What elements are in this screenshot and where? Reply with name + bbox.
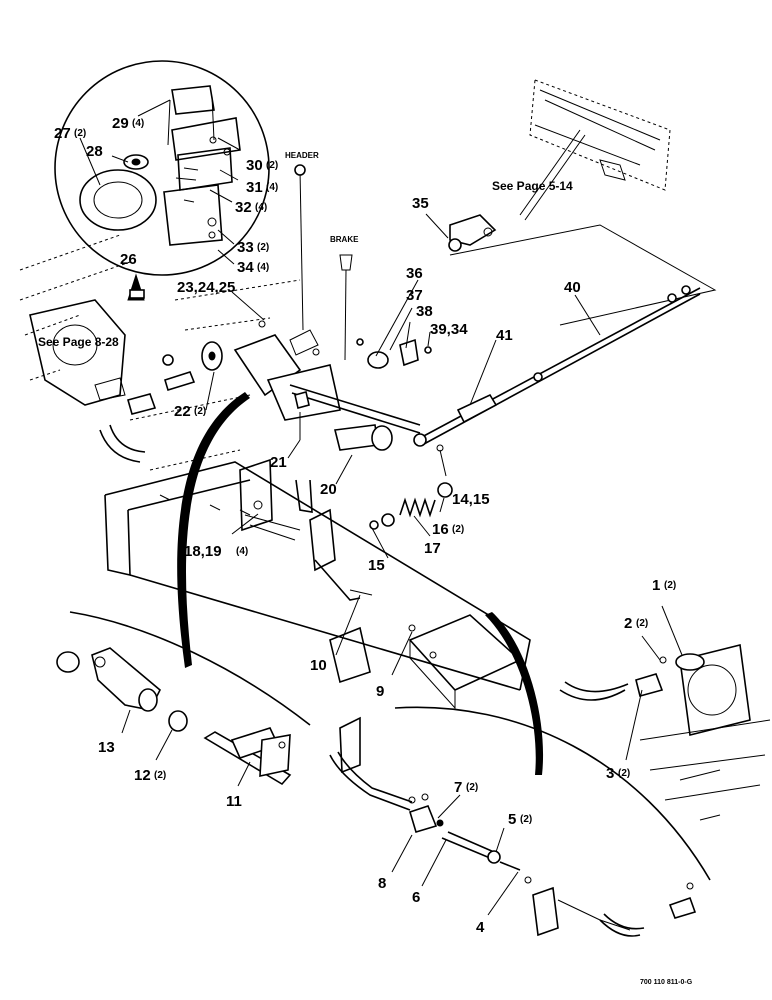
control-cable bbox=[413, 285, 701, 452]
label-35: 35 bbox=[412, 195, 429, 212]
label-33-qty: (2) bbox=[257, 242, 269, 253]
label-1: 1 bbox=[652, 577, 660, 594]
label-38: 38 bbox=[416, 303, 433, 320]
small-bushing bbox=[129, 289, 145, 299]
lower-right-band bbox=[394, 706, 711, 881]
label-22-qty: (2) bbox=[194, 406, 206, 417]
label-11: 11 bbox=[226, 793, 242, 810]
machine-frame-outline bbox=[19, 234, 301, 471]
left-motor bbox=[29, 299, 157, 463]
label-31: 31 bbox=[246, 179, 263, 196]
label-2: 2 bbox=[624, 615, 632, 632]
label-37: 37 bbox=[406, 287, 423, 304]
label-27: 27 bbox=[54, 125, 71, 142]
center-actuator bbox=[162, 164, 421, 513]
lower-left-detail bbox=[56, 647, 292, 786]
label-40: 40 bbox=[564, 279, 581, 296]
label-36: 36 bbox=[406, 265, 423, 282]
label-30-qty: (2) bbox=[266, 160, 278, 171]
leader-lines bbox=[79, 99, 683, 916]
brake-label: BRAKE bbox=[330, 235, 359, 244]
label-2-qty: (2) bbox=[636, 618, 648, 629]
detail-inset-circle bbox=[54, 60, 270, 276]
callout-curve-right bbox=[485, 612, 544, 775]
label-33: 33 bbox=[237, 239, 254, 256]
part-labels: 27 (2) 28 29 (4) 30 (2) 31 (4) 32 (4) 33… bbox=[54, 115, 676, 936]
figure-number: 700 110 811-0-G bbox=[640, 979, 693, 986]
label-30: 30 bbox=[246, 157, 263, 174]
label-27-qty: (2) bbox=[74, 128, 86, 139]
label-32-qty: (4) bbox=[255, 202, 267, 213]
label-28: 28 bbox=[86, 143, 103, 160]
label-7: 7 bbox=[454, 779, 462, 796]
label-10: 10 bbox=[310, 657, 327, 674]
label-17: 17 bbox=[424, 540, 441, 557]
label-6: 6 bbox=[412, 889, 420, 906]
label-1-qty: (2) bbox=[664, 580, 676, 591]
label-16: 16 bbox=[432, 521, 449, 538]
label-15: 15 bbox=[368, 557, 385, 574]
right-motor bbox=[559, 644, 771, 821]
label-5: 5 bbox=[508, 811, 516, 828]
label-9: 9 bbox=[376, 683, 384, 700]
label-34-qty: (4) bbox=[257, 262, 269, 273]
label-3: 3 bbox=[606, 765, 614, 782]
label-12-qty: (2) bbox=[154, 770, 166, 781]
label-16-qty: (2) bbox=[452, 524, 464, 535]
lower-band-outline bbox=[69, 611, 311, 726]
label-32: 32 bbox=[235, 199, 252, 216]
label-8: 8 bbox=[378, 875, 386, 892]
label-21: 21 bbox=[270, 454, 287, 471]
label-5-qty: (2) bbox=[520, 814, 532, 825]
label-26: 26 bbox=[120, 251, 137, 268]
label-7-qty: (2) bbox=[466, 782, 478, 793]
upper-bracket bbox=[448, 79, 671, 252]
label-41: 41 bbox=[496, 327, 513, 344]
label-34: 34 bbox=[237, 259, 254, 276]
label-23: 23,24,25 bbox=[177, 279, 235, 296]
see-page-5-14: See Page 5-14 bbox=[492, 179, 573, 193]
callout-curve-left bbox=[177, 392, 250, 668]
label-31-qty: (4) bbox=[266, 182, 278, 193]
header-label: HEADER bbox=[285, 151, 319, 160]
label-18-19-qty: (4) bbox=[236, 546, 248, 557]
label-3-qty: (2) bbox=[618, 768, 630, 779]
label-29-qty: (4) bbox=[132, 118, 144, 129]
label-4: 4 bbox=[476, 919, 485, 936]
spring-assembly bbox=[356, 338, 453, 530]
label-13: 13 bbox=[98, 739, 115, 756]
label-14-15: 14,15 bbox=[452, 491, 490, 508]
see-page-8-28: See Page 8-28 bbox=[38, 335, 119, 349]
label-18-19: 18,19 bbox=[184, 543, 222, 560]
label-29: 29 bbox=[112, 115, 129, 132]
lower-right-detail bbox=[329, 716, 697, 937]
label-12: 12 bbox=[134, 767, 151, 784]
label-39-34: 39,34 bbox=[430, 321, 468, 338]
label-20: 20 bbox=[320, 481, 337, 498]
reference-outline bbox=[449, 224, 717, 326]
reference-text: See Page 5-14 See Page 8-28 HEADER BRAKE… bbox=[38, 151, 693, 986]
label-22: 22 bbox=[174, 403, 191, 420]
